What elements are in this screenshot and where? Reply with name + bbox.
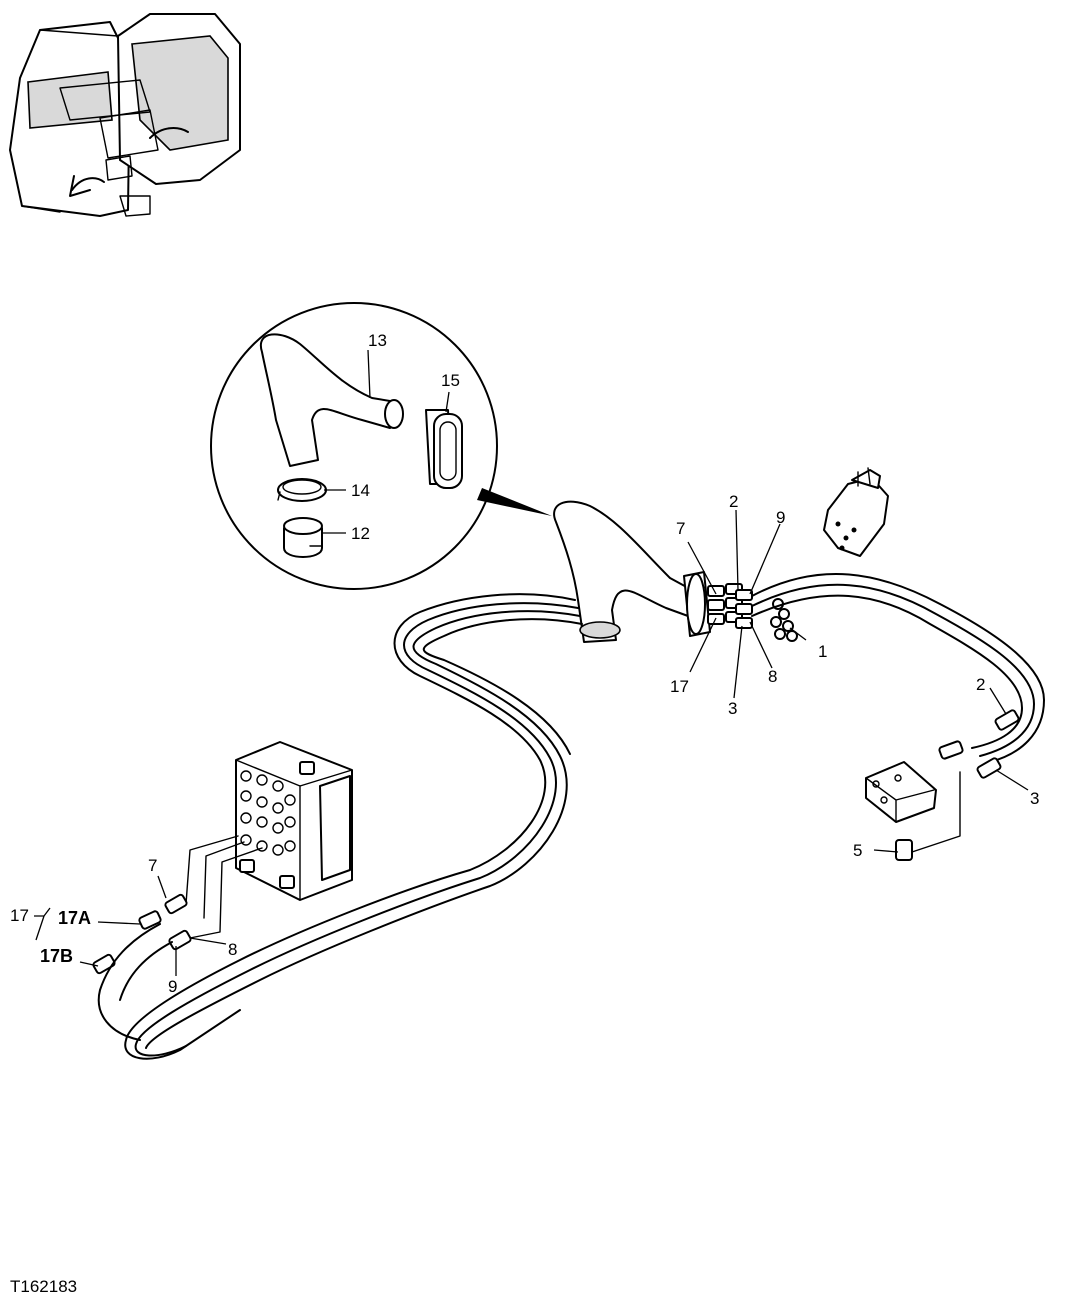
callout-17a-left: 17A: [58, 908, 91, 928]
callout-15-detail: 15: [441, 371, 460, 390]
leader-lines: [34, 349, 1029, 976]
elbow-hose-13-detail: [259, 333, 397, 467]
machine-orientation-thumbnail: [9, 13, 241, 217]
callout-9-left: 9: [168, 977, 177, 996]
callout-2-top: 2: [729, 492, 738, 511]
pilot-control-valve: [823, 467, 889, 557]
callout-13-detail: 13: [368, 331, 387, 350]
right-hose-fittings: [938, 709, 1020, 779]
control-valve-block: [185, 741, 353, 939]
callout-17b-left: 17B: [40, 946, 73, 966]
figure-id-label: T162183: [10, 1277, 77, 1296]
sleeve-12-detail: [283, 517, 323, 558]
hose-bundle: [124, 573, 1045, 1060]
callout-3-right: 3: [1030, 789, 1039, 808]
callout-labels: 13 15 14 12 2 9 7 1 17 8 3 2 3 5 7 8 9 1…: [10, 331, 1039, 996]
callout-8-left: 8: [228, 940, 237, 959]
callout-7-left: 7: [148, 856, 157, 875]
hose-clamp-14-detail: [277, 478, 327, 502]
callout-1-top: 1: [818, 642, 827, 661]
grommet-15-detail: [425, 409, 463, 489]
callout-14-detail: 14: [351, 481, 370, 500]
callout-2-right: 2: [976, 675, 985, 694]
callout-17-left: 17: [10, 906, 29, 925]
callout-17-top: 17: [670, 677, 689, 696]
callout-12-detail: 12: [351, 524, 370, 543]
left-hose-fittings: [92, 893, 192, 1041]
callout-7-top: 7: [676, 519, 685, 538]
callout-8-top: 8: [768, 667, 777, 686]
elbow-hose-assembly: [553, 500, 711, 643]
shutoff-valve: [865, 761, 937, 861]
callout-5-right: 5: [853, 841, 862, 860]
callout-9-top: 9: [776, 508, 785, 527]
detail-view-circle: [210, 302, 552, 590]
bulkhead-fittings-cluster: [707, 583, 798, 642]
callout-3-top: 3: [728, 699, 737, 718]
